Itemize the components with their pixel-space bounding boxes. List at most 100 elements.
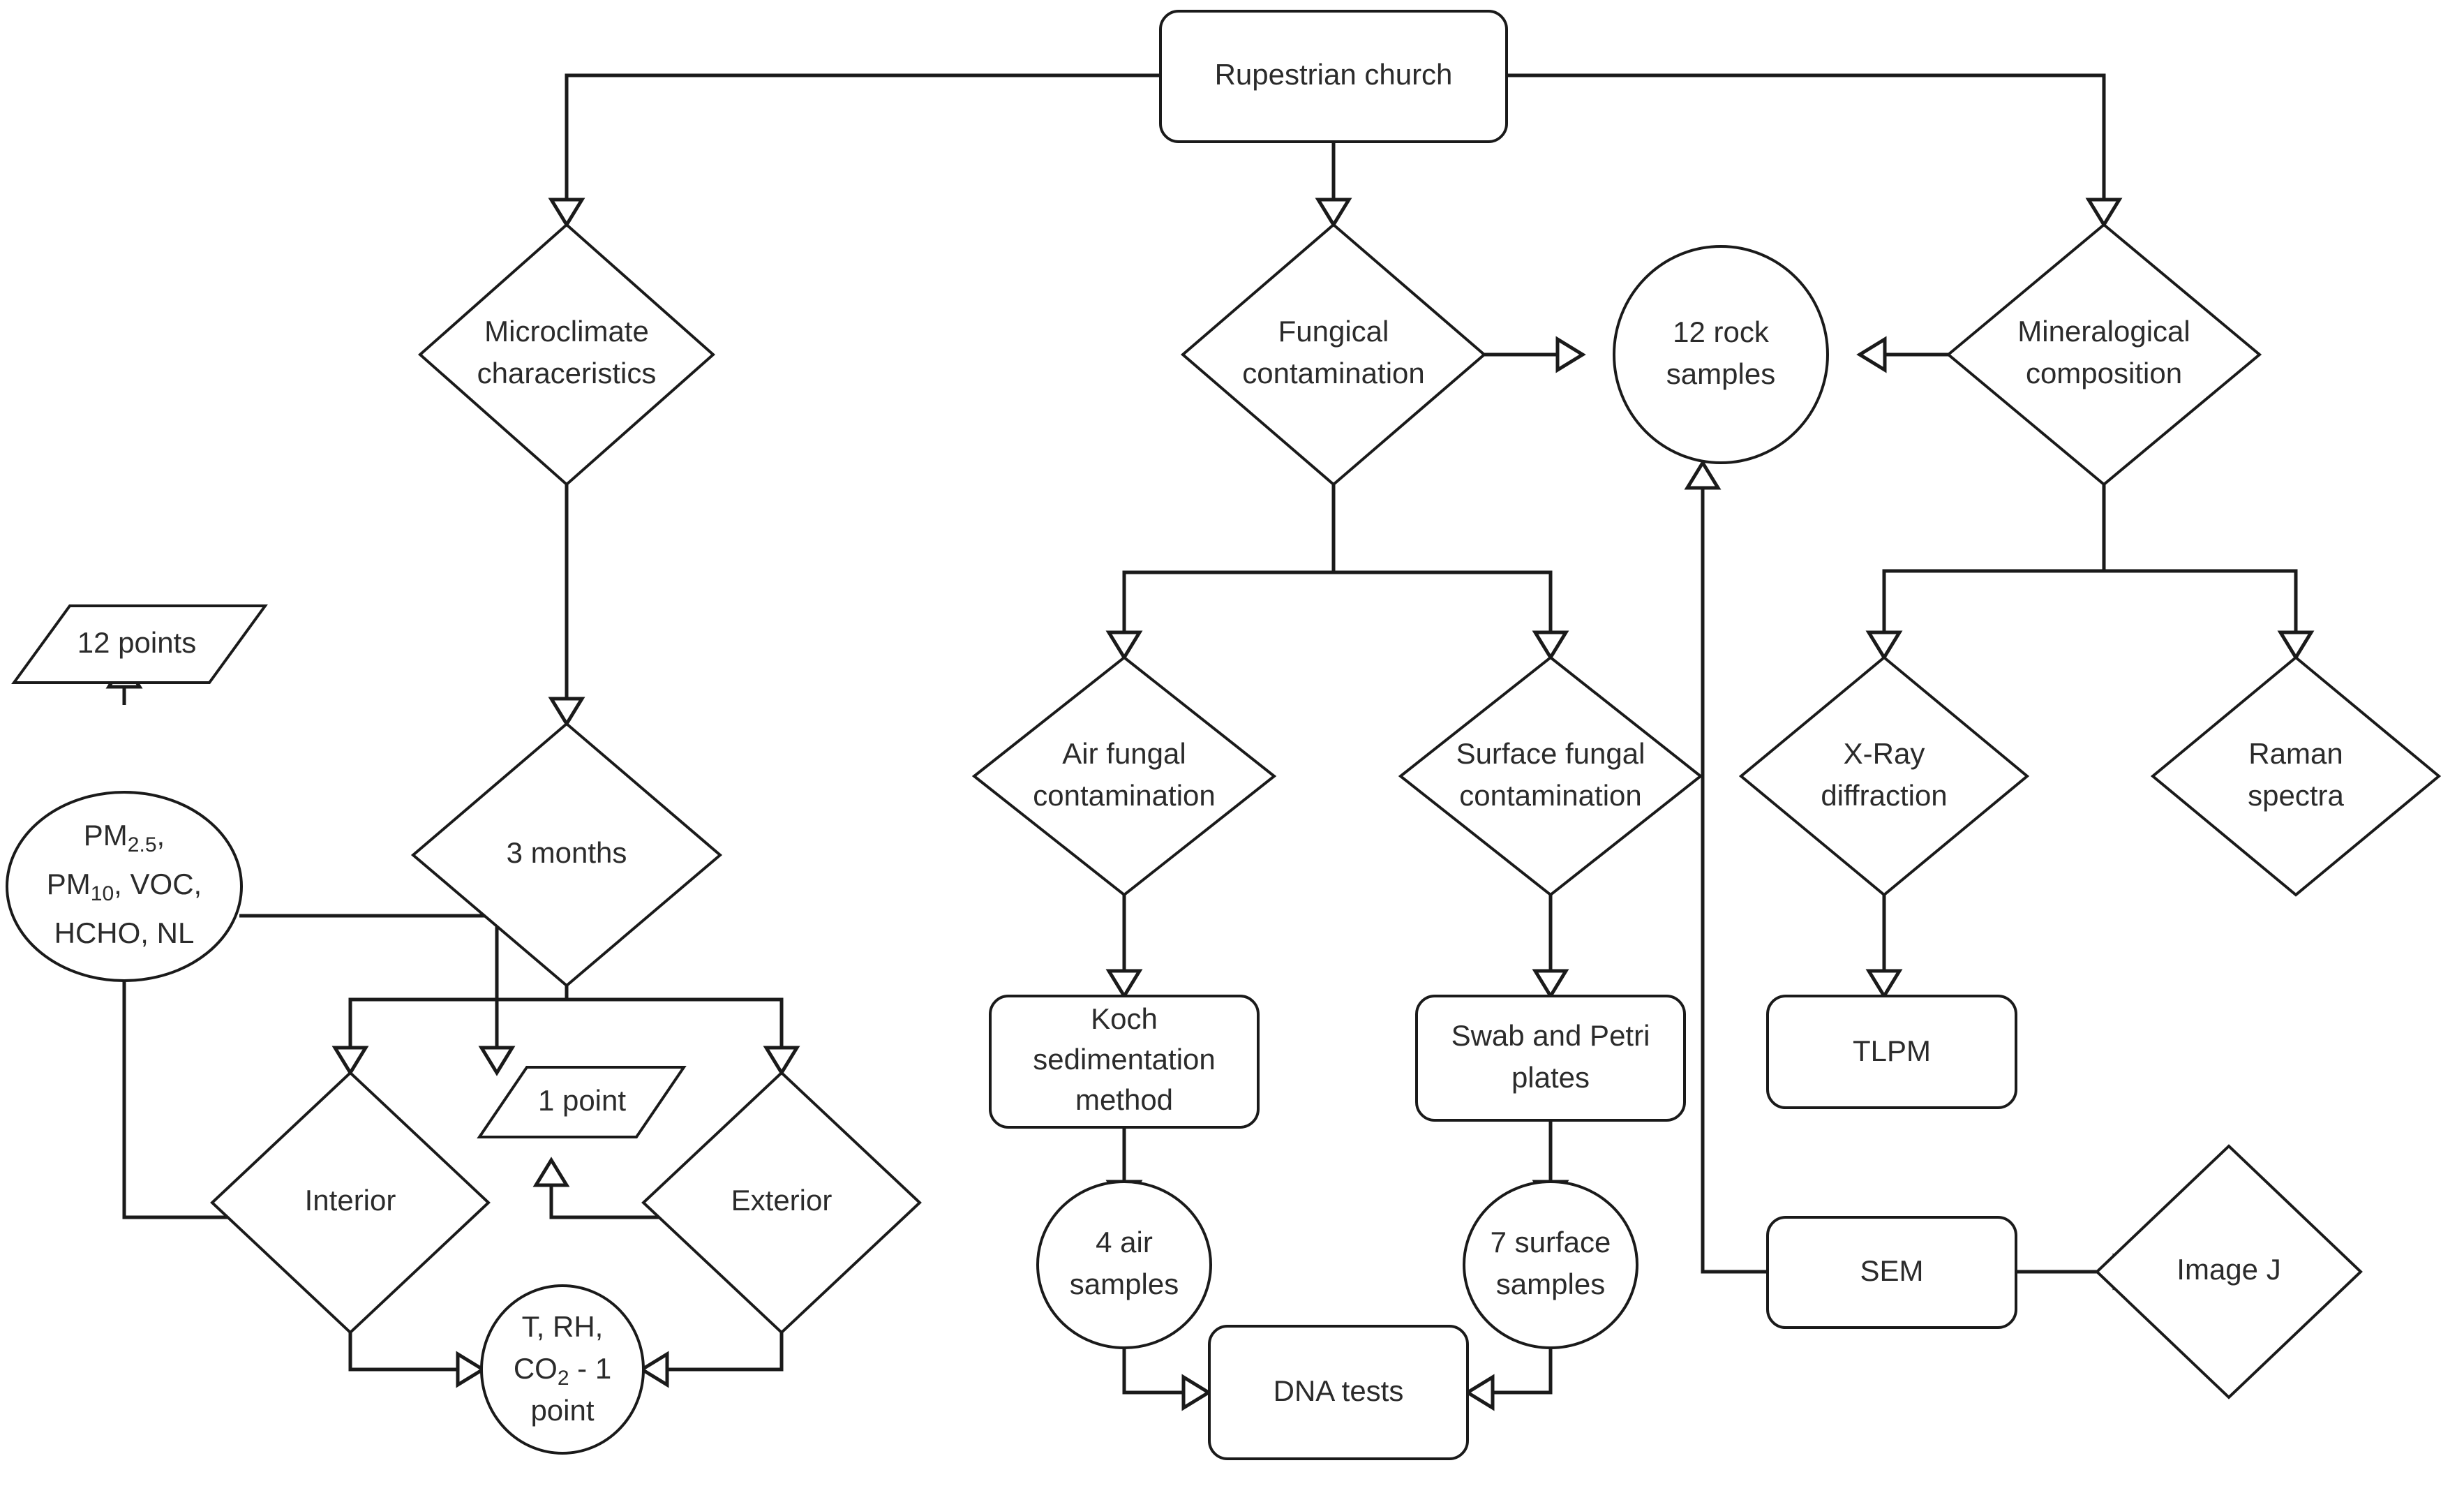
edge-3months-to-exterior: [350, 997, 784, 1047]
node-layer: Rupestrian church Microclimate characeri…: [6, 10, 2442, 1460]
air-fungal-shape[interactable]: [971, 655, 1277, 897]
node-surface-fungal-contamination[interactable]: Surface fungal contamination: [1398, 655, 1703, 897]
seven-surface-label-line2: samples: [1496, 1268, 1605, 1300]
node-interior[interactable]: Interior: [210, 1071, 491, 1335]
microclimate-shape[interactable]: [417, 223, 716, 486]
node-air-fungal-contamination[interactable]: Air fungal contamination: [971, 655, 1277, 897]
one-point-shape[interactable]: [477, 1066, 687, 1138]
node-exterior[interactable]: Exterior: [641, 1071, 922, 1335]
arrowhead-mineralogical: [2085, 198, 2123, 228]
sem-label: SEM: [1860, 1254, 1923, 1287]
xray-label-line1: X-Ray: [1844, 737, 1925, 770]
rupestrian-church-label: Rupestrian church: [1215, 58, 1453, 91]
koch-label-line2: sedimentation: [1033, 1043, 1216, 1076]
surface-fungal-label-line1: Surface fungal: [1456, 737, 1645, 770]
node-dna-tests[interactable]: DNA tests: [1208, 1325, 1469, 1460]
node-koch-sedimentation-method[interactable]: Koch sedimentation method: [989, 995, 1260, 1129]
pm-sensors-shape[interactable]: [6, 791, 243, 982]
edge-interior-to-pmsensors: [122, 879, 241, 1219]
arrowhead-rocksamples-left: [1555, 336, 1586, 373]
three-months-shape[interactable]: [410, 722, 723, 988]
node-rupestrian-church[interactable]: Rupestrian church: [1159, 10, 1508, 143]
arrowhead-interior: [331, 1046, 369, 1076]
dna-tests-shape[interactable]: [1208, 1325, 1469, 1460]
arrowhead-onepoint-top: [478, 1046, 516, 1076]
surface-fungal-label-line2: contamination: [1459, 779, 1642, 812]
arrowhead-onepoint-bottom: [532, 1157, 570, 1187]
node-microclimate-characeristics[interactable]: Microclimate characeristics: [417, 223, 716, 486]
t-rh-co2-shape[interactable]: [480, 1284, 645, 1455]
koch-label-line3: method: [1075, 1083, 1173, 1116]
three-months-label: 3 months: [507, 836, 627, 869]
arrowhead-swab: [1532, 969, 1569, 1000]
edge-mineralogical-to-xray: [1882, 484, 2106, 632]
image-j-label: Image J: [2176, 1253, 2280, 1286]
arrowhead-tlpm: [1865, 969, 1903, 1000]
exterior-label: Exterior: [731, 1184, 832, 1217]
arrowhead-fungical: [1315, 198, 1352, 228]
dna-tests-label: DNA tests: [1274, 1374, 1404, 1407]
node-tlpm[interactable]: TLPM: [1766, 995, 2017, 1109]
koch-label-line1: Koch: [1091, 1002, 1158, 1035]
node-xray-diffraction[interactable]: X-Ray diffraction: [1738, 655, 2030, 897]
raman-label-line1: Raman: [2248, 737, 2343, 770]
arrowhead-trhco2-left: [456, 1351, 486, 1388]
edge-mineralogical-to-raman: [1884, 569, 2298, 632]
rupestrian-church-shape[interactable]: [1159, 10, 1508, 143]
t-rh-co2-label-line2: CO2 - 1: [514, 1352, 611, 1390]
node-one-point[interactable]: 1 point: [477, 1066, 687, 1138]
arrowhead-trhco2-right: [639, 1351, 669, 1388]
edge-church-to-mineralogical: [1507, 73, 2106, 199]
node-t-rh-co2-one-point[interactable]: T, RH, CO2 - 1 point: [480, 1284, 645, 1455]
node-mineralogical-composition[interactable]: Mineralogical composition: [1946, 223, 2262, 486]
tlpm-shape[interactable]: [1766, 995, 2017, 1109]
node-image-j[interactable]: Image J: [2095, 1144, 2363, 1399]
node-fungical-contamination[interactable]: Fungical contamination: [1180, 223, 1487, 486]
arrowhead-koch: [1105, 969, 1143, 1000]
arrowhead-microclimate: [548, 198, 585, 228]
rock-samples-label-line1: 12 rock: [1673, 315, 1770, 348]
twelve-points-shape[interactable]: [11, 604, 268, 684]
node-sem[interactable]: SEM: [1766, 1216, 2017, 1329]
koch-shape[interactable]: [989, 995, 1260, 1129]
node-swab-and-petri-plates[interactable]: Swab and Petri plates: [1415, 995, 1686, 1122]
four-air-shape[interactable]: [1036, 1180, 1212, 1349]
fungical-shape[interactable]: [1180, 223, 1487, 486]
arrowhead-dnatests-right: [1464, 1374, 1495, 1411]
node-four-air-samples[interactable]: 4 air samples: [1036, 1180, 1212, 1349]
xray-shape[interactable]: [1738, 655, 2030, 897]
exterior-shape[interactable]: [641, 1071, 922, 1335]
pm-sensors-label-line3: HCHO, NL: [54, 916, 195, 949]
mineralogical-shape[interactable]: [1946, 223, 2262, 486]
arrowhead-rocksamples-bottom: [1684, 459, 1722, 490]
four-air-label-line1: 4 air: [1096, 1226, 1153, 1258]
mineralogical-label-line1: Mineralogical: [2017, 315, 2190, 348]
node-pm-sensors[interactable]: PM2.5, PM10, VOC, HCHO, NL: [6, 791, 243, 982]
arrowhead-exterior: [763, 1046, 800, 1076]
four-air-label-line2: samples: [1070, 1268, 1179, 1300]
sem-shape[interactable]: [1766, 1216, 2017, 1329]
surface-fungal-shape[interactable]: [1398, 655, 1703, 897]
seven-surface-label-line1: 7 surface: [1491, 1226, 1611, 1258]
node-seven-surface-samples[interactable]: 7 surface samples: [1463, 1180, 1638, 1349]
arrowhead-raman: [2277, 630, 2315, 661]
edge-pmsensors-to-onepoint: [239, 914, 499, 1047]
node-three-months[interactable]: 3 months: [410, 722, 723, 988]
seven-surface-shape[interactable]: [1463, 1180, 1638, 1349]
node-twelve-points[interactable]: 12 points: [11, 604, 268, 684]
swab-shape[interactable]: [1415, 995, 1686, 1122]
air-fungal-label-line2: contamination: [1033, 779, 1216, 812]
node-twelve-rock-samples[interactable]: 12 rock samples: [1613, 245, 1829, 464]
edge-exterior-to-onepoint: [549, 1182, 671, 1219]
arrowhead-dnatests-left: [1181, 1374, 1212, 1411]
raman-shape[interactable]: [2150, 655, 2442, 897]
pm-sensors-label-line2: PM10, VOC,: [47, 868, 202, 905]
rock-samples-shape[interactable]: [1613, 245, 1829, 464]
one-point-label: 1 point: [538, 1084, 626, 1117]
tlpm-label: TLPM: [1853, 1034, 1931, 1067]
node-raman-spectra[interactable]: Raman spectra: [2150, 655, 2442, 897]
image-j-shape[interactable]: [2095, 1144, 2363, 1399]
interior-shape[interactable]: [210, 1071, 491, 1335]
